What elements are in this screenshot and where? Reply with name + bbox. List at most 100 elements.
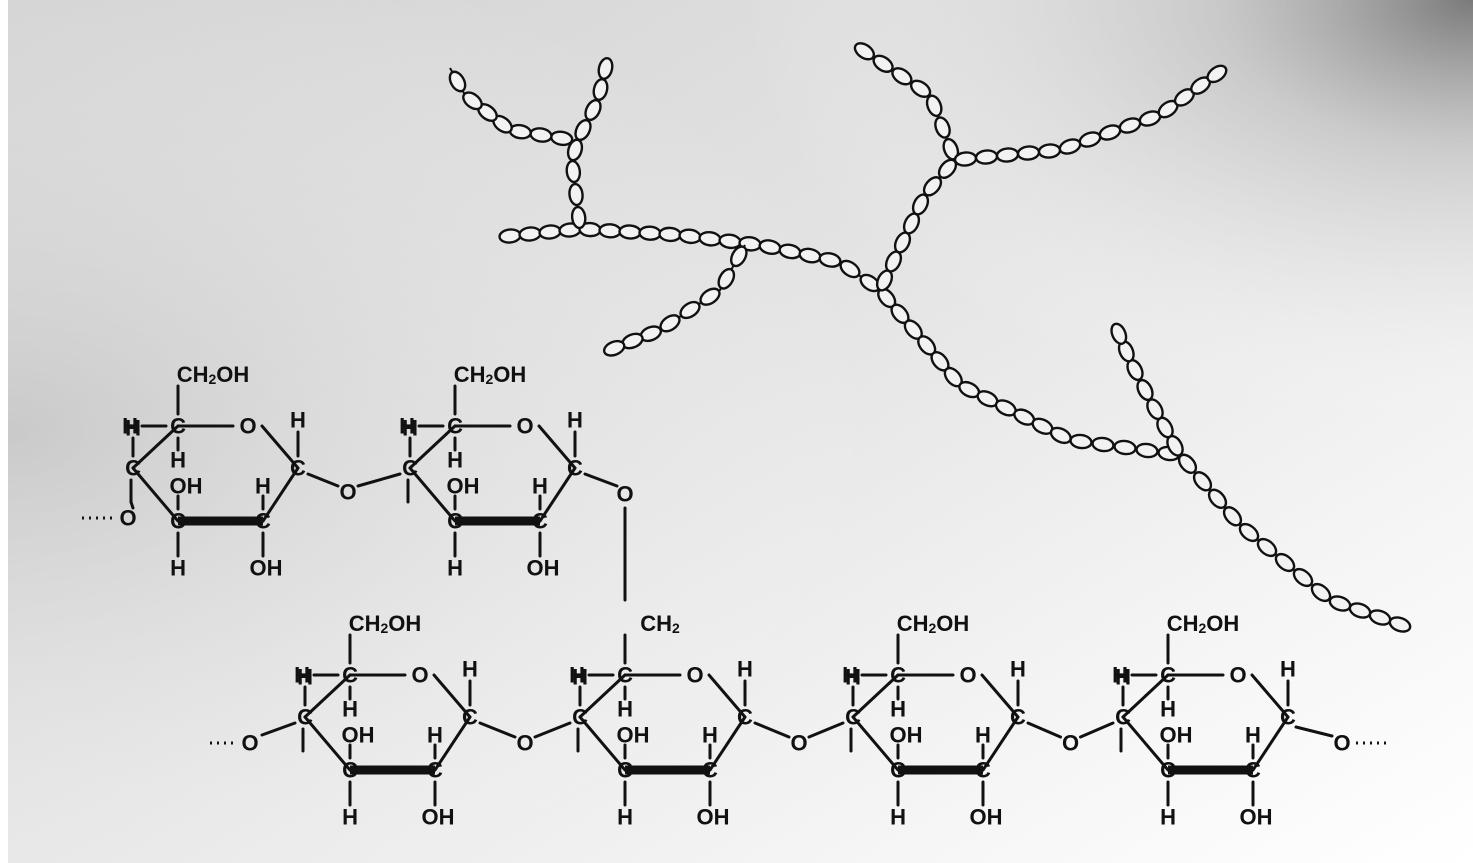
hydroxyl-group: OH (447, 474, 480, 499)
bond (433, 715, 472, 772)
glucose-bead (1222, 506, 1243, 527)
bond (583, 472, 619, 488)
bond (478, 721, 517, 739)
ring-oxygen: O (516, 414, 533, 439)
hydrogen: H (290, 408, 306, 433)
hydrogen: H (1160, 697, 1176, 722)
glycosidic-oxygen: O (516, 731, 533, 756)
carbon-c1: C (1280, 705, 1296, 730)
bond (753, 721, 791, 739)
glycosidic-oxygen: O (616, 482, 633, 507)
glucose-bead (853, 42, 876, 61)
hydrogen: H (447, 556, 463, 581)
hydroxyl-group: OH (1240, 805, 1273, 830)
terminal-oxygen: O (119, 506, 136, 531)
bond (129, 500, 135, 510)
hydrogen: H (255, 474, 271, 499)
carbon-c2: C (427, 758, 443, 783)
hydrogen: H (1245, 723, 1261, 748)
chain-branch (602, 244, 748, 357)
glucose-bead (1274, 552, 1296, 573)
hydrogen: H (890, 697, 906, 722)
bond (981, 715, 1020, 772)
hydrogen: H (342, 805, 358, 830)
carbon-c1: C (1010, 705, 1026, 730)
hydrogen: H (170, 448, 186, 473)
bond (1121, 715, 1170, 772)
glucose-bead (1256, 537, 1278, 558)
glucose-bead (597, 56, 614, 81)
ring-oxygen: O (959, 663, 976, 688)
hydrogen: H (845, 665, 861, 690)
glucose-bead (953, 151, 978, 167)
glucose-bead (974, 149, 999, 165)
hydrogen: H (1115, 665, 1131, 690)
glucose-bead (462, 91, 483, 111)
bond (306, 472, 340, 488)
bond (533, 721, 572, 739)
hydrogen: H (447, 448, 463, 473)
ch2oh-group: CH2OH (1167, 611, 1240, 637)
glucose-bead (995, 147, 1020, 163)
carbon-c4: C (572, 705, 588, 730)
glycosidic-oxygen: O (339, 480, 356, 505)
bond (356, 472, 402, 488)
hydroxyl-group: OH (1160, 723, 1193, 748)
hydrogen: H (975, 723, 991, 748)
hydrogen: H (617, 805, 633, 830)
glucose-bead (1113, 439, 1137, 456)
ch2oh-group: CH2OH (177, 362, 250, 388)
bond (131, 466, 180, 523)
glucose-bead (1292, 567, 1314, 588)
bond (980, 673, 1020, 719)
glucose-bead (598, 223, 622, 239)
hydrogen: H (170, 556, 186, 581)
carbon-c2: C (532, 509, 548, 534)
glucose-bead (872, 54, 894, 73)
hydrogen: H (572, 665, 588, 690)
hydroxyl-group: OH (527, 556, 560, 581)
glucose-bead (934, 116, 951, 139)
carbon-c3: C (1160, 758, 1176, 783)
glycosidic-bonds: O O O O O (306, 472, 1115, 756)
hydroxyl-group: OH (170, 474, 203, 499)
terminal-oxygen: O (1333, 731, 1350, 756)
hydrogen: H (567, 408, 583, 433)
glucose-bead (729, 245, 748, 268)
bond (1250, 673, 1290, 719)
glucose-bead (925, 94, 943, 118)
hydrogen: H (569, 663, 585, 688)
ch2oh-group: CH2OH (349, 611, 422, 637)
hydrogen: H (737, 657, 753, 682)
bond (1294, 725, 1334, 738)
chain-branch (448, 67, 574, 147)
chain-branch (498, 221, 881, 293)
glucose-bead (1388, 616, 1412, 633)
glucose-bead (1091, 436, 1115, 453)
ring-oxygen: O (686, 663, 703, 688)
carbon-c2: C (702, 758, 718, 783)
glucose-bead (818, 251, 842, 268)
chain-branch (565, 56, 614, 230)
bond (408, 466, 457, 523)
carbon-c3: C (617, 758, 633, 783)
hydrogen: H (122, 414, 138, 439)
bond (851, 715, 900, 772)
chain-branch (877, 287, 1412, 633)
glucose-bead (1207, 488, 1228, 510)
background-left-shade (8, 0, 1473, 863)
bond (538, 466, 577, 523)
bond (260, 721, 297, 737)
hydrogen: H (617, 697, 633, 722)
bond (578, 673, 627, 719)
glucose-bead (568, 182, 584, 207)
chain-continuation: O O O (82, 500, 1388, 756)
hydrogen: H (532, 474, 548, 499)
carbon-c4: C (845, 705, 861, 730)
carbon-c4: C (125, 456, 141, 481)
chain-branch (1110, 322, 1184, 457)
